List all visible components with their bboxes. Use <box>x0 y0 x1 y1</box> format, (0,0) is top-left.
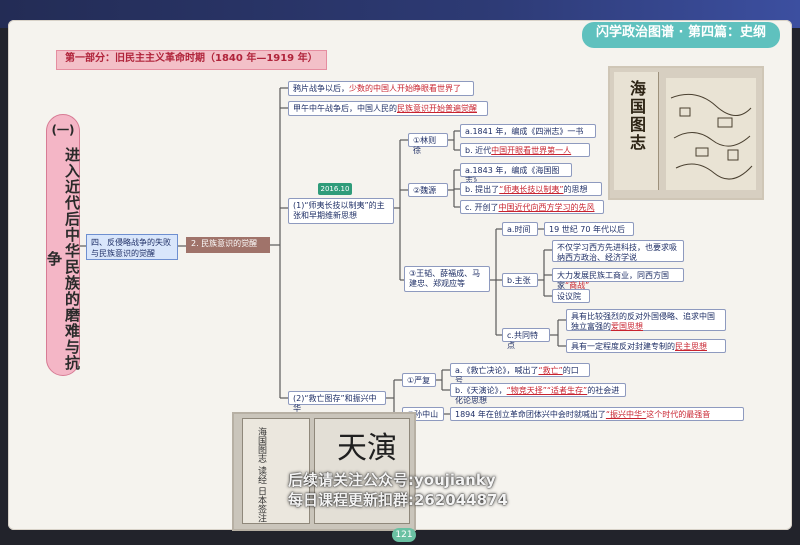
node-yan-a-pre: a.《救亡决论》，喊出了 <box>455 366 539 375</box>
node-lin-b: b. 近代中国开眼看世界第一人 <box>460 143 590 157</box>
node-advocacy-2: 大力发展民族工商业，同西方国家“商战” <box>552 268 684 290</box>
node-wei-b: b. 提出了“师夷长技以制夷”的思想 <box>460 182 602 196</box>
node-common-2: 具有一定程度反对封建专制的民主思想 <box>566 339 726 353</box>
page-number: 121 <box>392 528 416 542</box>
watermark-line-1: 后续请关注公众号:youjianky <box>288 471 496 489</box>
node-yan-fu: ①严复 <box>402 373 436 387</box>
node-wei-c-pre: c. 开创了 <box>465 203 499 212</box>
node-common-2-red: 民主思想 <box>675 342 707 351</box>
node-sun-pre: 1894 年在创立革命团体兴中会时就喊出了 <box>455 410 606 419</box>
node-opium-war-red: 少数的中国人开始睁眼看世界了 <box>349 84 461 93</box>
exam-year-tag: 2016.10 <box>318 183 352 195</box>
old-book-left-text: 海国图志 读经 日本签注 <box>256 427 266 523</box>
node-wei-c: c. 开创了中国近代向西方学习的先风 <box>460 200 604 214</box>
watermark: 后续请关注公众号:youjianky 每日课程更新扣群:262044874 <box>288 470 508 510</box>
node-wei-c-red: 中国近代向西方学习的先风 <box>498 203 595 212</box>
node-advocacy-label: b.主张 <box>502 273 538 287</box>
old-book-right-title: 天演 <box>337 431 397 466</box>
tianyan-lun-photo: 海国图志 读经 日本签注 天演 <box>232 412 416 531</box>
node-common-2-pre: 具有一定程度反对封建专制的 <box>571 342 675 351</box>
node-sun-post: 这个时代的最强音 <box>646 410 711 419</box>
node-lin-zexu: ①林则徐 <box>408 133 448 155</box>
haiguo-tuzhi-photo: 海国图志 <box>608 66 764 200</box>
node-yan-a-red: “救亡” <box>538 366 563 375</box>
node-wei-yuan: ②魏源 <box>408 183 448 197</box>
node-wei-b-post: 的思想 <box>563 185 588 194</box>
node-sun-red: “振兴中华” <box>605 410 647 419</box>
node-yan-b-post: 的社会进化论思想 <box>455 386 620 405</box>
book-cover-title: 海国图志 <box>627 80 646 152</box>
node-sun-text: 1894 年在创立革命团体兴中会时就喊出了“振兴中华”这个时代的最强音 <box>450 407 744 421</box>
node-lin-b-red: 中国开眼看世界第一人 <box>491 146 572 155</box>
node-reformers: ③王韬、薛福成、马建忠、郑观应等 <box>404 266 490 292</box>
branch-2-title: (2)“救亡图存”和振兴中华 <box>288 391 386 413</box>
node-common-1: 具有比较强烈的反对外国侵略、追求中国独立富强的爱国思想 <box>566 309 726 331</box>
node-advocacy-3: 设议院 <box>552 289 590 303</box>
watermark-line-2: 每日课程更新扣群:262044874 <box>288 491 508 509</box>
node-wei-b-red: “师夷长技以制夷” <box>499 185 564 194</box>
chapter-title-text: 进入近代后中华民族的磨难与抗争 <box>45 146 81 371</box>
node-common-label: c.共同特点 <box>502 328 550 350</box>
node-yan-b-pre: b.《天演论》， <box>455 386 507 395</box>
node-opium-war: 鸦片战争以后，少数的中国人开始睁眼看世界了 <box>288 81 474 96</box>
node-sino-japanese-pre: 甲午中午战争后，中国人民的 <box>293 104 397 113</box>
node-wei-b-pre: b. 提出了 <box>465 185 500 194</box>
node-advocacy-1: 不仅学习西方先进科技，也要求吸纳西方政治、经济学说 <box>552 240 684 262</box>
node-time-value: 19 世纪 70 年代以后 <box>544 222 634 236</box>
branch-1-title: (1)“师夷长技以制夷”的主张和早期维新思想 <box>288 198 394 224</box>
node-yan-b-red: “物竞天择”“适者生存” <box>506 386 588 395</box>
chapter-title: (一) 进入近代后中华民族的磨难与抗争 <box>45 114 81 376</box>
node-yan-b: b.《天演论》，“物竞天择”“适者生存”的社会进化论思想 <box>450 383 626 405</box>
node-advocacy-2-pre: 大力发展民族工商业，同西方国家 <box>557 271 669 290</box>
node-sino-japanese-red: 民族意识开始普遍觉醒 <box>397 104 477 113</box>
node-time-label: a.时间 <box>502 222 538 236</box>
node-common-1-pre: 具有比较强烈的反对外国侵略、追求中国独立富强的 <box>571 312 715 331</box>
section-four-box: 四、反侵略战争的失败与民族意识的觉醒 <box>86 234 178 260</box>
section-header: 闪学政治图谱 · 第四篇：史纲 <box>582 22 780 48</box>
chapter-number: (一) <box>51 123 75 137</box>
node-wei-a: a.1843 年，编成《海国图志》 <box>460 163 572 185</box>
national-awakening-box: 2. 民族意识的觉醒 <box>186 237 270 253</box>
book-cover: 海国图志 <box>614 72 659 190</box>
node-opium-war-pre: 鸦片战争以后， <box>293 84 349 93</box>
old-book-right: 天演 <box>314 418 410 524</box>
node-lin-a: a.1841 年，编成《四洲志》一书 <box>460 124 596 138</box>
node-yan-a: a.《救亡决论》，喊出了“救亡”的口号 <box>450 363 590 385</box>
node-common-1-red: 爱国思想 <box>611 322 643 331</box>
part-title: 第一部分：旧民主主义革命时期（1840 年—1919 年） <box>56 50 327 70</box>
node-advocacy-2-red: “商战” <box>565 281 590 290</box>
node-sino-japanese-war: 甲午中午战争后，中国人民的民族意识开始普遍觉醒 <box>288 101 488 116</box>
old-map-illustration <box>666 78 756 190</box>
node-yan-a-post: 的口号 <box>455 366 579 385</box>
node-lin-b-pre: b. 近代 <box>465 146 492 155</box>
old-book-left: 海国图志 读经 日本签注 <box>242 418 310 524</box>
